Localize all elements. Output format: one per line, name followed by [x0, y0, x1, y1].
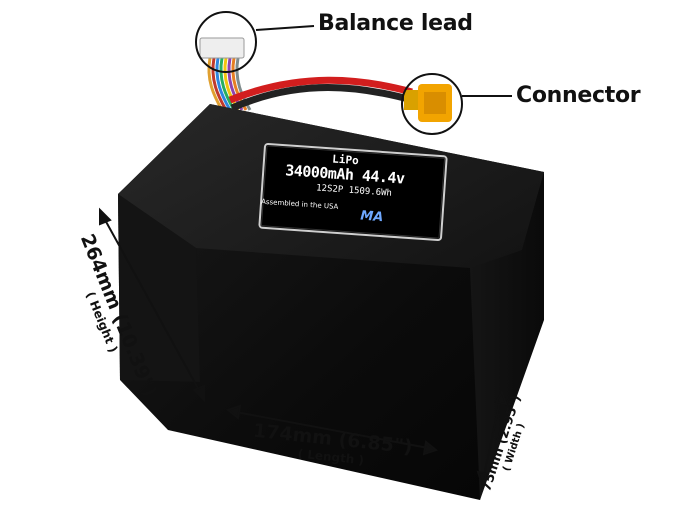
balance-callout-circle — [195, 11, 257, 73]
battery-side-face — [470, 172, 544, 500]
black-lead — [230, 84, 413, 112]
battery-label-text: LiPo 34000mAh 44.4v 12S2P 1509.6Wh Assem… — [255, 141, 451, 242]
height-dimension-line — [99, 207, 205, 403]
red-lead — [228, 76, 413, 104]
balance-plug — [199, 37, 245, 59]
xt-connector — [404, 84, 452, 122]
balance-leader-line — [255, 25, 315, 31]
balance-lead-callout: Balance lead — [318, 11, 473, 36]
battery-left-face — [118, 194, 200, 382]
width-dimension-line — [476, 389, 508, 487]
battery-label-plate — [258, 142, 448, 242]
label-capacity-voltage: 34000mAh 44.4v — [284, 161, 406, 188]
connector-callout-circle — [401, 73, 463, 135]
length-dimension-line — [225, 404, 439, 456]
connector-callout: Connector — [516, 83, 641, 108]
label-assembled: Assembled in the USA — [260, 197, 339, 212]
brand-logo: MA — [359, 208, 384, 226]
balance-lead-wires — [207, 57, 252, 111]
